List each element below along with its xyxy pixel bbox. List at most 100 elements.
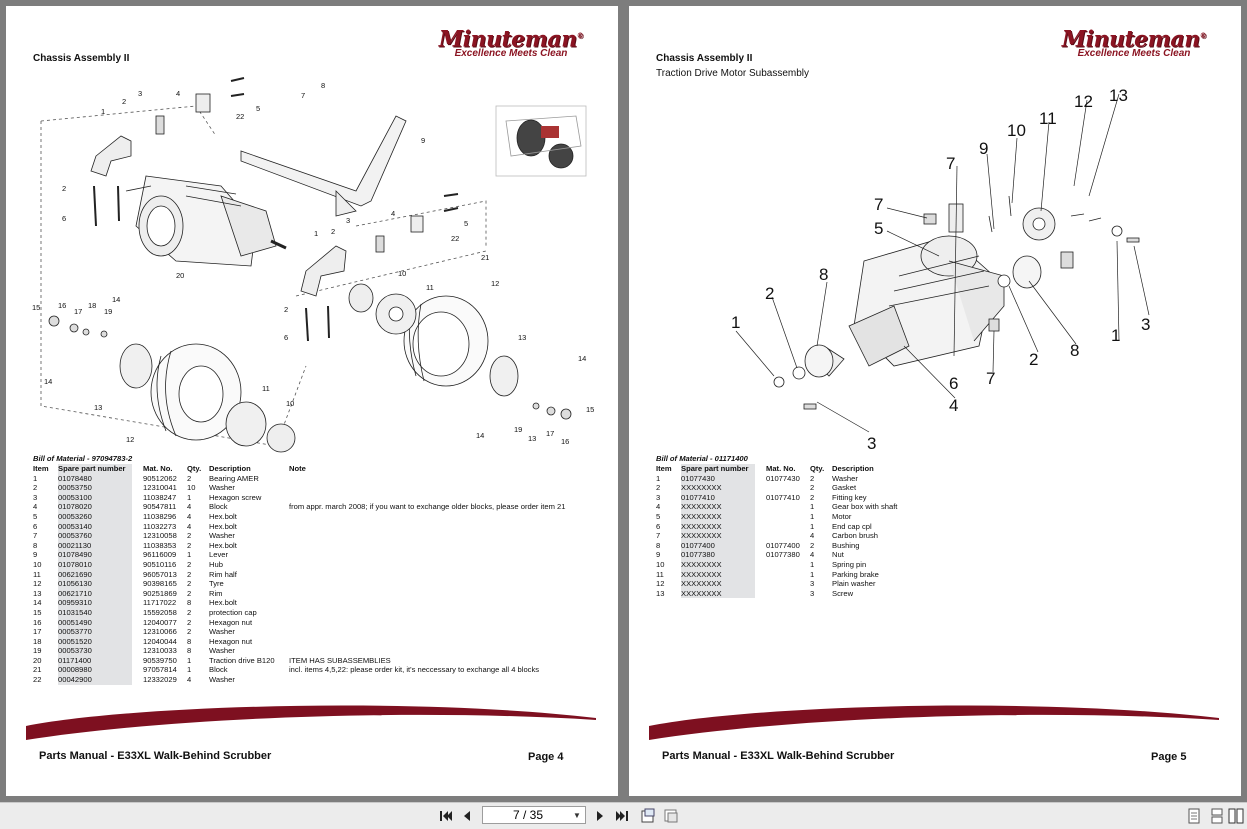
bom-header-row: Item Spare part number Mat. No. Qty. Des… <box>656 464 901 474</box>
bom-cell <box>289 570 569 580</box>
col-header: Description <box>832 464 874 473</box>
bom-cell: XXXXXXXX <box>681 588 755 599</box>
svg-text:5: 5 <box>256 104 260 113</box>
bom-cell: XXXXXXXX <box>681 531 755 541</box>
bom-cell: 01078480 <box>58 473 132 484</box>
bom-cell: 2 <box>187 569 192 579</box>
svg-text:8: 8 <box>1070 341 1079 360</box>
bom-cell <box>289 522 569 532</box>
footer-swoosh <box>26 705 596 740</box>
bom-cell: Washer <box>209 531 235 541</box>
bom-cell <box>289 541 569 551</box>
bom-cell: 5 <box>656 511 661 521</box>
bom-cell: 01078020 <box>58 502 132 512</box>
col-header: Mat. No. <box>143 464 173 473</box>
page-number-select[interactable]: 7 / 35 ▼ <box>482 806 586 824</box>
next-page-button[interactable] <box>590 806 610 826</box>
bom-cell <box>289 512 569 522</box>
bom-cell <box>755 483 810 493</box>
svg-text:11: 11 <box>426 283 434 292</box>
bom-cell: from appr. march 2008; if you want to ex… <box>289 502 566 512</box>
bom-cell: 13 <box>656 588 665 598</box>
facing-view-button[interactable] <box>1226 806 1246 826</box>
bom-cell <box>755 570 810 580</box>
bom-cell: 9 <box>33 550 38 560</box>
bom-cell: 22 <box>33 675 42 685</box>
bom-cell: 01077400 <box>681 540 755 551</box>
bom-cell: 2 <box>187 531 192 541</box>
bom-cell <box>755 579 810 589</box>
svg-text:18: 18 <box>88 301 96 310</box>
bom-cell: 3 <box>33 492 38 502</box>
svg-text:1: 1 <box>101 107 105 116</box>
bom-cell: Rim half <box>209 569 237 579</box>
svg-text:3: 3 <box>346 216 350 225</box>
continuous-view-button[interactable] <box>1207 806 1227 826</box>
bom-title: Bill of Material - 01171400 <box>656 454 748 463</box>
next-page-icon <box>597 811 603 821</box>
svg-text:14: 14 <box>44 377 52 386</box>
bom-cell: 8 <box>187 598 192 608</box>
bom-cell: 10 <box>33 559 42 569</box>
bom-cell <box>289 550 569 560</box>
bom-cell: 12310066 <box>143 627 177 637</box>
bom-cell: 01077410 <box>681 492 755 503</box>
fit-page-button[interactable] <box>638 806 658 826</box>
svg-text:11: 11 <box>262 384 270 393</box>
section-subtitle: Traction Drive Motor Subassembly <box>656 68 810 79</box>
svg-text:12: 12 <box>126 435 134 444</box>
prev-page-icon <box>464 811 470 821</box>
bom-cell: 00053140 <box>58 521 132 532</box>
bom-cell: 2 <box>810 483 815 493</box>
bom-cell: 14 <box>33 598 42 608</box>
svg-text:2: 2 <box>62 184 66 193</box>
bom-cell: 00051520 <box>58 636 132 647</box>
bom-cell: Traction drive B120 <box>209 655 275 665</box>
bom-cell: ITEM HAS SUBASSEMBLIES <box>289 655 391 665</box>
bom-cell: 96116009 <box>143 550 177 560</box>
bom-cell: 90251869 <box>143 588 177 598</box>
bom-cell <box>289 579 569 589</box>
bom-cell <box>289 627 569 637</box>
svg-text:8: 8 <box>321 81 325 90</box>
bom-cell <box>755 531 810 541</box>
bom-cell: XXXXXXXX <box>681 569 755 580</box>
bom-cell: 01171400 <box>58 655 132 666</box>
prev-page-button[interactable] <box>457 806 477 826</box>
svg-text:20: 20 <box>176 271 184 280</box>
col-header: Qty. <box>187 464 202 473</box>
last-page-button[interactable] <box>612 806 632 826</box>
bom-cell: 16 <box>33 617 42 627</box>
bom-cell: Plain washer <box>832 579 876 589</box>
single-page-view-button[interactable] <box>1184 806 1204 826</box>
bom-cell: 11 <box>656 569 664 579</box>
svg-text:9: 9 <box>979 139 988 158</box>
bom-cell: 00959310 <box>58 598 132 608</box>
bom-cell: Tyre <box>209 579 224 589</box>
bom-cell: 11038247 <box>143 492 177 502</box>
first-page-button[interactable] <box>436 806 456 826</box>
bom-cell <box>289 589 569 599</box>
svg-text:1: 1 <box>314 229 318 238</box>
svg-text:11: 11 <box>1039 109 1057 128</box>
svg-text:17: 17 <box>546 429 554 438</box>
bom-cell: 11032273 <box>143 521 177 531</box>
bom-cell: 00042900 <box>58 675 132 685</box>
svg-text:6: 6 <box>62 214 66 223</box>
svg-text:19: 19 <box>514 425 522 434</box>
bom-cell: Hex.bolt <box>209 540 237 550</box>
bom-cell: 15592058 <box>143 607 177 617</box>
fit-width-button[interactable] <box>661 806 681 826</box>
